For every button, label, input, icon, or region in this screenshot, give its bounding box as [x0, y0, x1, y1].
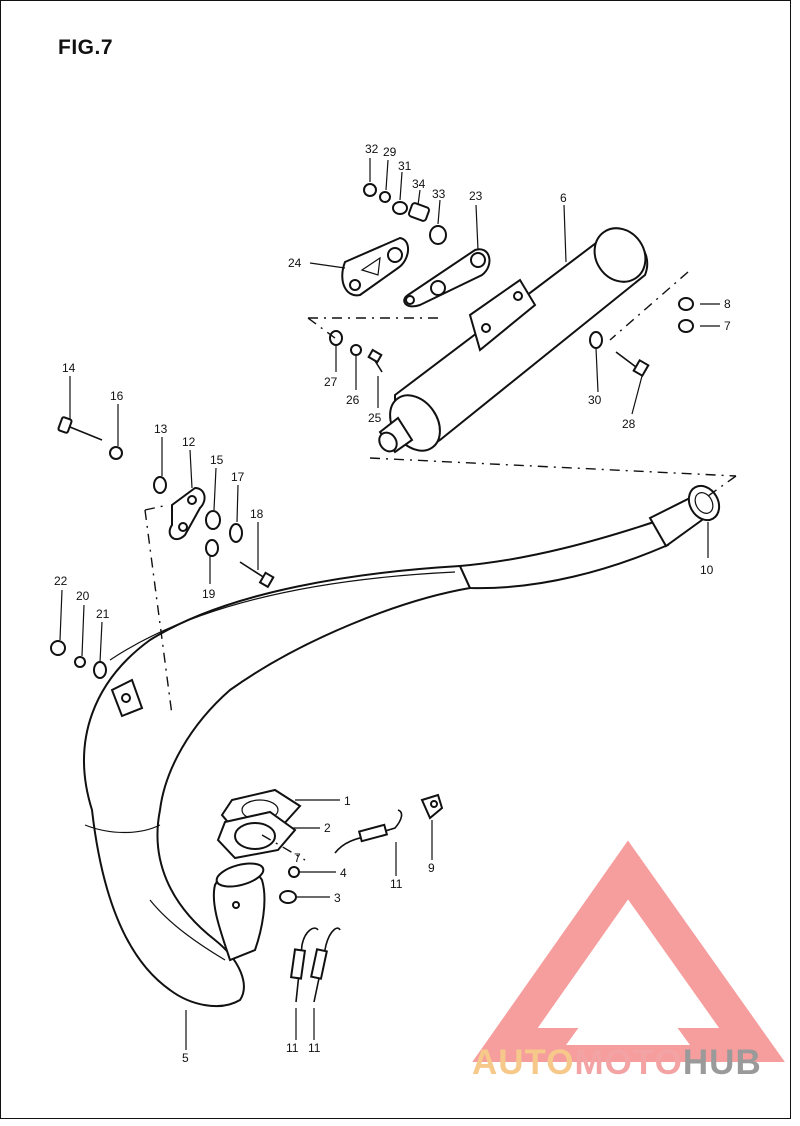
callout-11-spring: 11: [390, 877, 403, 891]
callout-33: 33: [432, 187, 446, 201]
watermark-auto: AUTO: [472, 1043, 575, 1082]
bracket-23: [403, 248, 491, 308]
alignment-lines: [144, 271, 737, 861]
callout-32: 32: [365, 142, 379, 156]
callout-19: 19: [202, 587, 216, 601]
callout-21: 21: [96, 607, 110, 621]
mount-hardware-pipe: [50, 416, 275, 679]
silencer: [378, 227, 649, 454]
leader-lines: [59, 158, 720, 1050]
callout-14: 14: [62, 361, 76, 375]
callout-18: 18: [250, 507, 264, 521]
callout-7-top: 7: [724, 319, 731, 333]
mount-hardware-silencer: [329, 297, 694, 378]
watermark-moto: MOTO: [574, 1043, 683, 1082]
callout-34: 34: [412, 177, 426, 191]
springs-and-clips: [279, 793, 444, 1003]
callout-25: 25: [368, 411, 382, 425]
callout-12: 12: [182, 435, 196, 449]
bracket-24: [341, 236, 409, 297]
mount-hardware-top: [363, 183, 447, 245]
callout-11-right: 11: [308, 1041, 321, 1055]
callout-6: 6: [560, 191, 567, 205]
callout-30: 30: [588, 393, 602, 407]
figure-title: FIG.7: [58, 36, 114, 59]
watermark-wordmark: AUTOMOTOHUB: [472, 1043, 762, 1083]
callout-7-bottom: 7: [294, 851, 301, 865]
callout-28: 28: [622, 417, 636, 431]
callout-11-left: 11: [286, 1041, 299, 1055]
flange-gaskets: [216, 788, 302, 860]
callout-29: 29: [383, 145, 397, 159]
callout-8: 8: [724, 297, 731, 311]
callout-2: 2: [324, 821, 331, 835]
watermark-logo: [472, 840, 785, 1062]
callout-5: 5: [182, 1051, 189, 1065]
callout-labels: 32 29 31 34 33 23 6 24 8 7 27 26 25 30 2…: [54, 142, 731, 1065]
callout-16: 16: [110, 389, 124, 403]
callout-3: 3: [334, 891, 341, 905]
callout-24: 24: [288, 256, 302, 270]
callout-1: 1: [344, 794, 351, 808]
callout-10: 10: [700, 563, 714, 577]
callout-13: 13: [154, 422, 168, 436]
callout-27: 27: [324, 375, 338, 389]
callout-17: 17: [231, 470, 245, 484]
callout-23: 23: [469, 189, 483, 203]
callout-22: 22: [54, 574, 68, 588]
callout-15: 15: [210, 453, 224, 467]
callout-9: 9: [428, 861, 435, 875]
callout-31: 31: [398, 159, 412, 173]
callout-26: 26: [346, 393, 360, 407]
exhaust-pipe: [83, 484, 721, 1008]
callout-20: 20: [76, 589, 90, 603]
watermark-hub: HUB: [682, 1043, 762, 1082]
callout-4: 4: [340, 866, 347, 880]
